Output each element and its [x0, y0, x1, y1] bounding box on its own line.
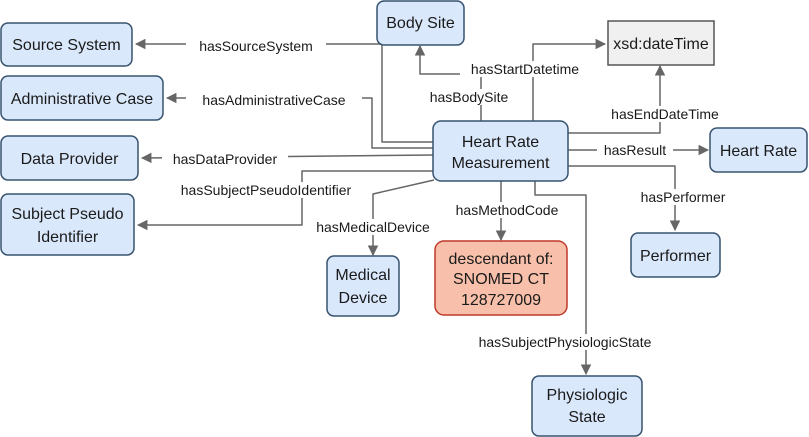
- node-source-system: Source System: [0, 22, 133, 67]
- node-subject-pseudo-identifier: Subject Pseudo Identifier: [0, 193, 135, 256]
- edge-has-body-site: [414, 44, 482, 121]
- node-heart-rate-measurement-line-1: Heart Rate: [462, 134, 539, 151]
- node-administrative-case-label: Administrative Case: [11, 91, 153, 108]
- node-performer: Performer: [630, 232, 721, 278]
- node-xsd-datetime-label: xsd:dateTime: [613, 36, 709, 53]
- node-medical-device-line-1: Medical: [335, 267, 390, 284]
- node-heart-rate-measurement-line-2: Measurement: [452, 155, 550, 172]
- node-data-provider-label: Data Provider: [21, 151, 119, 168]
- node-administrative-case: Administrative Case: [0, 75, 164, 121]
- node-source-system-label: Source System: [12, 37, 120, 54]
- label-has-medical-device: hasMedicalDevice: [316, 219, 430, 235]
- edge-has-end-datetime: [568, 64, 666, 134]
- node-xsd-datetime: xsd:dateTime: [607, 20, 715, 66]
- edge-labels: hasSourceSystem hasAdministrativeCase ha…: [162, 37, 734, 350]
- node-heart-rate-measurement: Heart Rate Measurement: [432, 120, 569, 182]
- node-physiologic-state-line-1: Physiologic: [547, 387, 628, 404]
- node-method-code-constraint: descendant of: SNOMED CT 128727009: [434, 240, 568, 316]
- label-has-performer: hasPerformer: [641, 189, 726, 205]
- edge-has-subject-physiologic-state: [534, 181, 592, 376]
- node-method-code-line-1: descendant of:: [449, 251, 554, 268]
- label-has-result: hasResult: [604, 142, 666, 158]
- node-method-code-line-2: SNOMED CT: [453, 271, 549, 288]
- label-has-end-datetime: hasEndDateTime: [611, 106, 719, 122]
- label-has-body-site: hasBodySite: [430, 89, 509, 105]
- label-has-administrative-case: hasAdministrativeCase: [202, 92, 345, 108]
- label-has-start-datetime: hasStartDatetime: [471, 61, 579, 77]
- node-data-provider: Data Provider: [0, 135, 139, 181]
- label-has-source-system: hasSourceSystem: [199, 38, 313, 54]
- label-has-data-provider: hasDataProvider: [173, 151, 278, 167]
- label-has-method-code: hasMethodCode: [456, 202, 559, 218]
- node-medical-device-line-2: Device: [339, 290, 388, 307]
- node-body-site: Body Site: [376, 0, 465, 46]
- node-subject-pseudo-identifier-line-1: Subject Pseudo: [11, 206, 123, 223]
- node-method-code-line-3: 128727009: [461, 292, 541, 309]
- label-has-subject-pseudo-identifier: hasSubjectPseudoIdentifier: [181, 182, 352, 198]
- node-heart-rate-label: Heart Rate: [720, 143, 797, 160]
- node-performer-label: Performer: [640, 248, 712, 265]
- edge-has-start-datetime: [532, 38, 607, 121]
- node-heart-rate: Heart Rate: [709, 127, 808, 173]
- node-physiologic-state-line-2: State: [568, 409, 605, 426]
- node-body-site-label: Body Site: [386, 15, 455, 32]
- label-has-subject-physiologic-state: hasSubjectPhysiologicState: [479, 334, 652, 350]
- edge-has-medical-device: [367, 179, 435, 257]
- node-subject-pseudo-identifier-line-2: Identifier: [37, 229, 99, 246]
- edge-has-performer: [568, 165, 681, 232]
- node-physiologic-state: Physiologic State: [531, 375, 643, 437]
- node-medical-device: Medical Device: [326, 255, 400, 317]
